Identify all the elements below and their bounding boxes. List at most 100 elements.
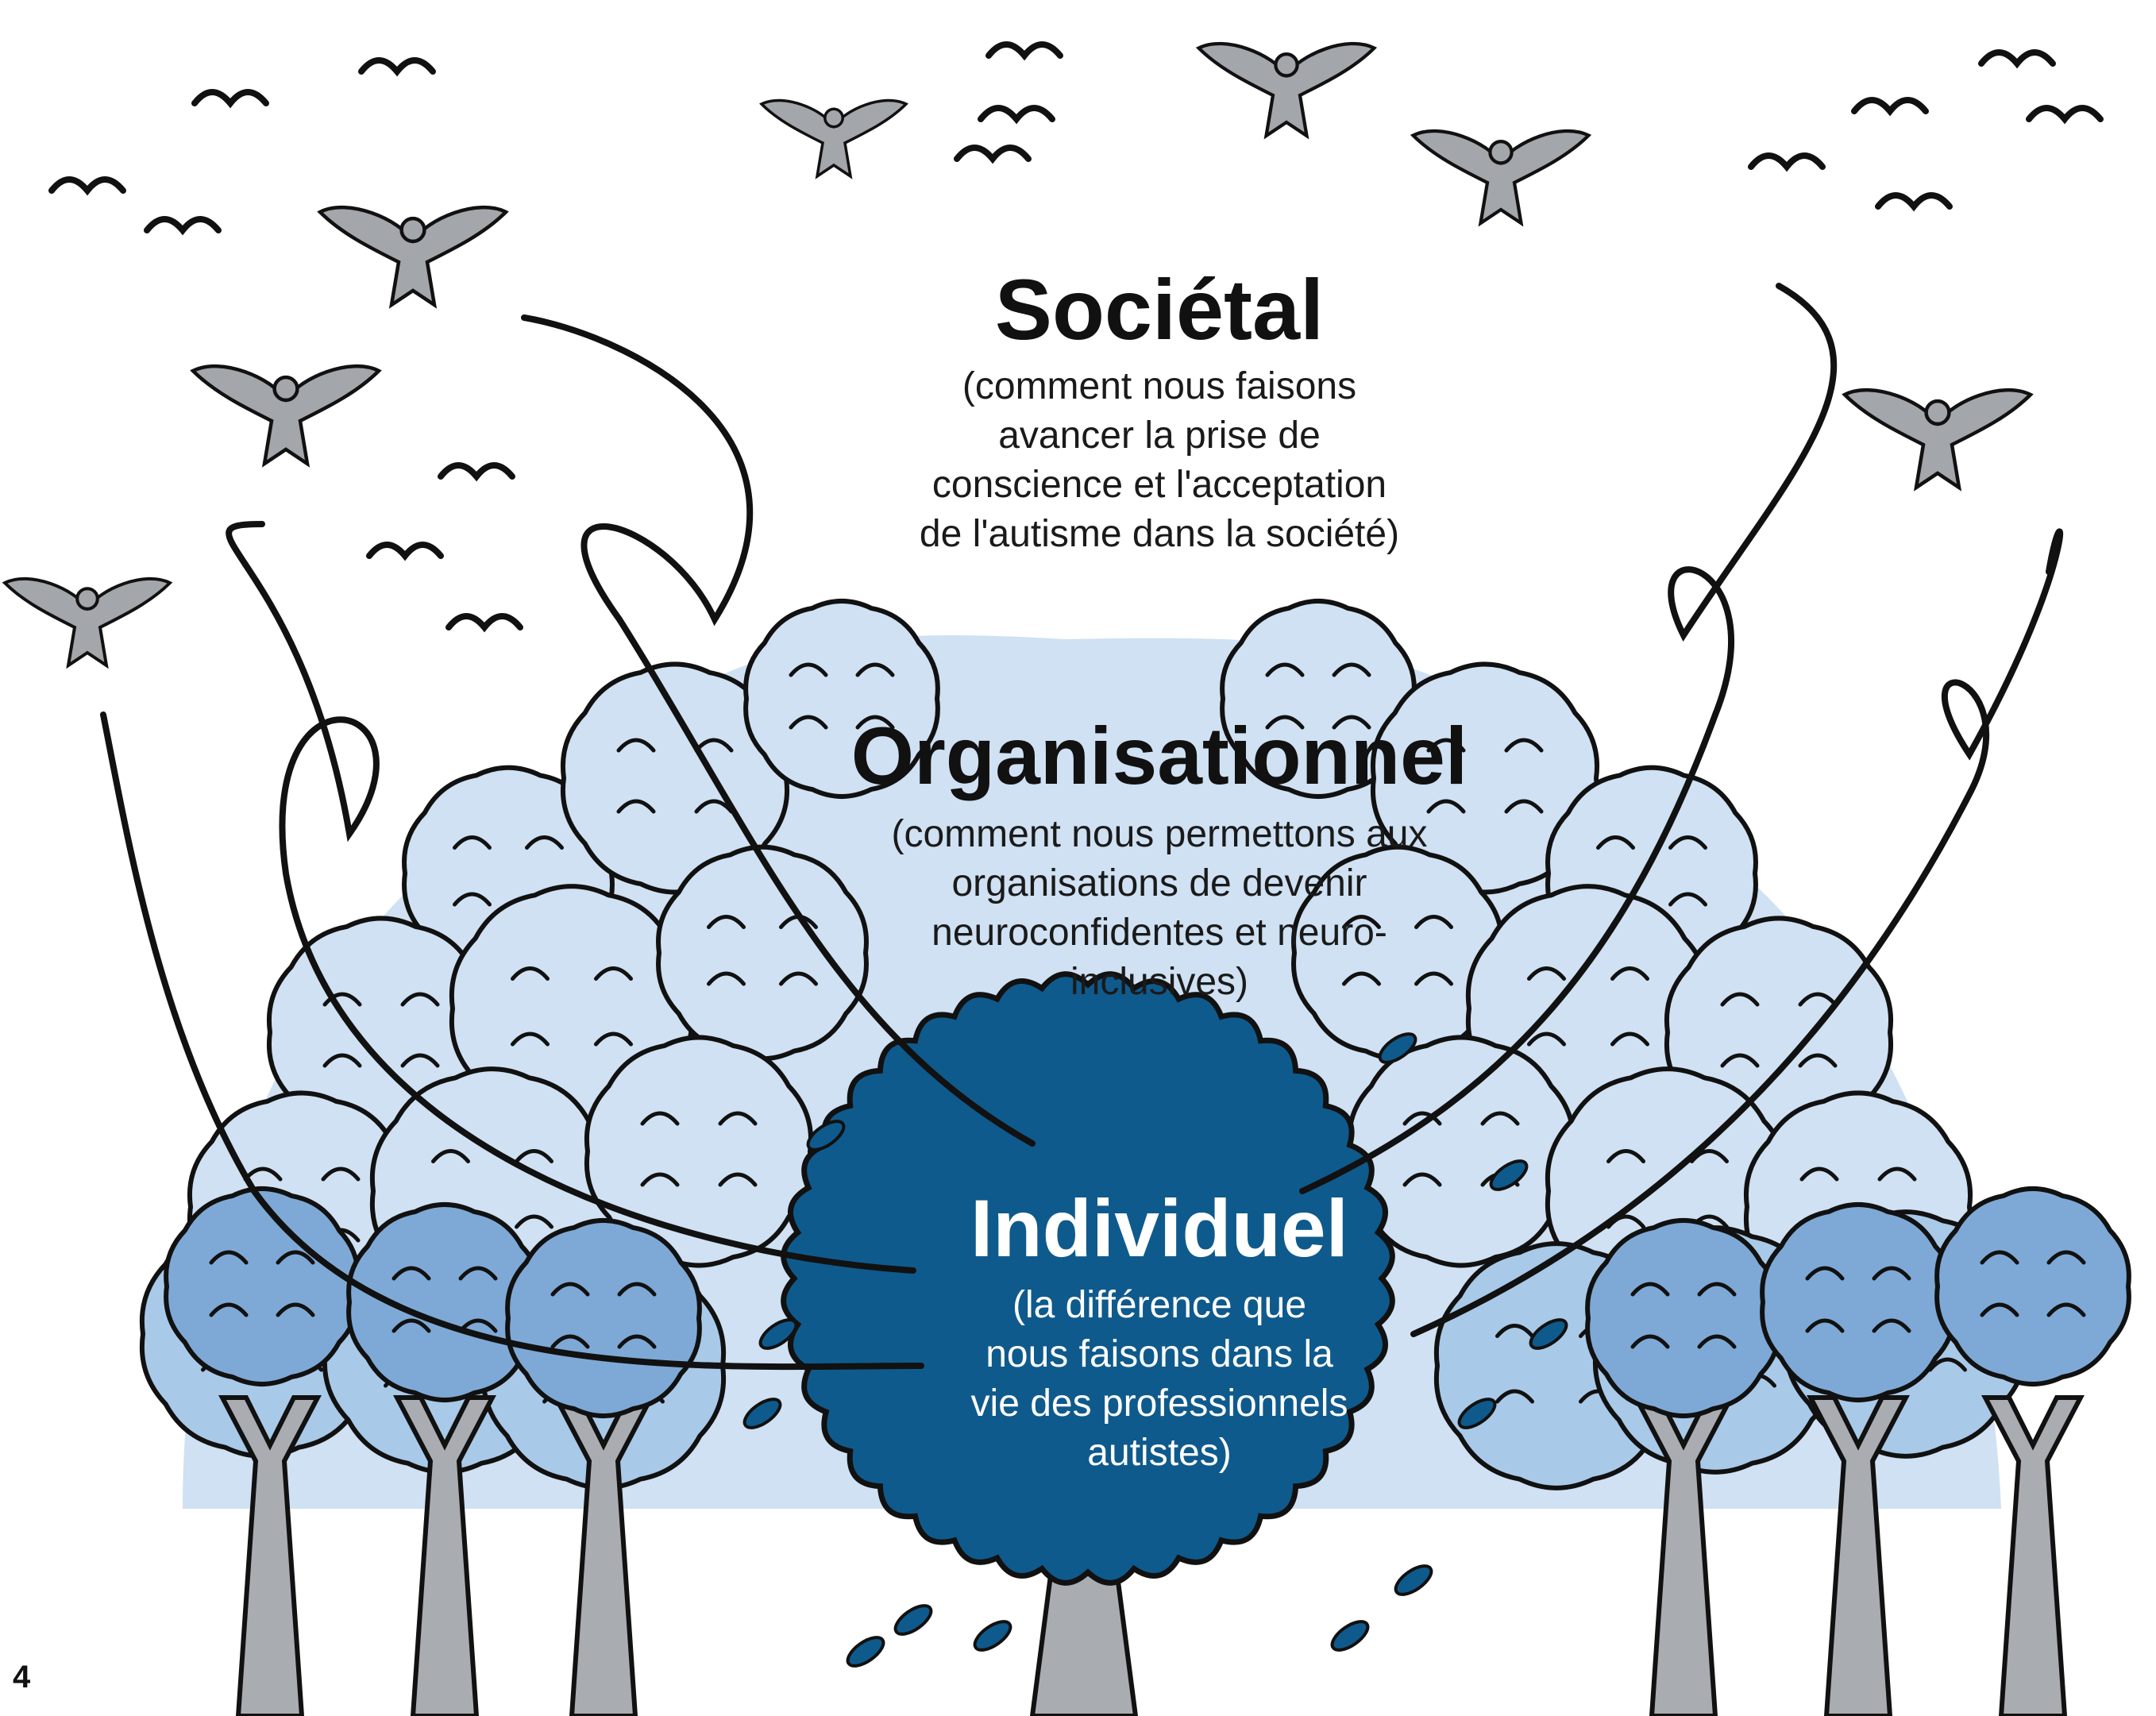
canopy-cluster	[743, 599, 940, 799]
bird-body	[2, 576, 173, 669]
leaf	[893, 1604, 933, 1636]
bird-icon	[317, 205, 509, 309]
foliage-stroke	[400, 992, 440, 1007]
foliage-stroke	[789, 662, 828, 677]
bird-body	[1410, 129, 1592, 227]
tree-group	[164, 971, 2131, 1716]
foliage-stroke	[1402, 1172, 1442, 1187]
societal-description: (comment nous faisons avancer la prise d…	[826, 362, 1493, 559]
small-bird-icon	[445, 613, 523, 633]
foliage-stroke	[322, 992, 362, 1007]
canopy-cluster	[1370, 661, 1600, 895]
foliage-stroke	[1668, 892, 1707, 907]
leaf	[758, 1318, 798, 1350]
foliage-stroke	[718, 1111, 758, 1126]
societal-title: Sociétal	[994, 261, 1325, 357]
small-bird-icon	[954, 145, 1032, 164]
foliage-stroke	[1504, 738, 1544, 753]
foliage-stroke	[1596, 835, 1635, 850]
leaf	[846, 1636, 885, 1668]
bird-head	[399, 216, 426, 244]
kite-string	[521, 314, 1036, 1147]
foliage-stroke	[322, 1053, 362, 1068]
small-bird-icon	[985, 41, 1063, 61]
foliage-stroke	[453, 892, 492, 907]
foliage-stroke	[400, 1053, 440, 1068]
organisational-description-line: organisations de devenir	[951, 862, 1367, 904]
tree-trunk	[552, 1395, 655, 1716]
foliage-stroke	[1805, 1318, 1845, 1333]
foliage-stroke	[1332, 715, 1371, 730]
bird-body	[759, 98, 908, 179]
foliage-stroke	[1402, 1111, 1442, 1126]
canopy-cluster	[1220, 599, 1417, 799]
foliage-stroke	[1872, 1266, 1911, 1281]
bird-head	[1924, 399, 1951, 426]
bird-icon	[190, 364, 382, 468]
small-bird-icon	[1748, 152, 1826, 172]
individual-title: Individuel	[970, 1183, 1349, 1274]
societal-description-line: (comment nous faisons	[962, 365, 1357, 407]
foliage-stroke	[616, 799, 656, 814]
foliage-stroke	[640, 1172, 680, 1187]
foliage-stroke	[1610, 1032, 1649, 1047]
leaf	[742, 1398, 782, 1429]
small-bird-icon	[1978, 49, 2056, 69]
foliage-stroke	[1495, 1389, 1534, 1404]
foliage-stroke	[1527, 1032, 1566, 1047]
foliage-stroke	[511, 1032, 550, 1047]
central-tree-crown	[781, 971, 1395, 1586]
small-bird-icon	[144, 216, 222, 236]
leaf	[806, 1120, 846, 1151]
foliage-stroke	[1630, 1334, 1670, 1349]
tree-crown	[164, 1186, 361, 1386]
bird-head	[823, 107, 844, 129]
bird-body	[190, 364, 382, 468]
foliage-stroke	[1414, 915, 1453, 929]
page-number: 4	[13, 1660, 31, 1695]
foliage-stroke	[2046, 1250, 2086, 1265]
foliage-stroke	[1480, 1111, 1520, 1126]
foliage-stroke	[1720, 992, 1760, 1007]
foliage-stroke	[209, 1302, 249, 1317]
tree-crown	[346, 1202, 543, 1402]
leaf	[1457, 1398, 1497, 1429]
leaf	[1394, 1564, 1433, 1596]
foliage-stroke	[1495, 1324, 1534, 1338]
societal-description-line: conscience et l'acceptation	[931, 464, 1387, 506]
organisational-description-line: neuroconfidentes et neuro-	[931, 912, 1387, 954]
small-bird-icon	[191, 89, 269, 109]
foliage-stroke	[616, 738, 656, 753]
foliage-stroke	[550, 1282, 590, 1297]
individual-description-line: vie des professionnels	[970, 1382, 1348, 1425]
foliage-stroke	[617, 1282, 657, 1297]
bird-head	[272, 375, 299, 403]
bird-body	[1195, 41, 1378, 140]
foliage-stroke	[1697, 1282, 1737, 1297]
individual-description-line: nous faisons dans la	[985, 1333, 1333, 1375]
foliage-stroke	[1426, 738, 1466, 753]
tree-crown	[1760, 1202, 1957, 1402]
bird-icon	[1842, 388, 2034, 492]
bird-icon	[759, 98, 908, 179]
organisational-description: (comment nous permettons aux organisatio…	[818, 810, 1501, 1007]
tree-trunk	[1632, 1395, 1735, 1716]
bird-head	[1274, 52, 1299, 78]
foliage-stroke	[1426, 799, 1466, 814]
foliage-stroke	[855, 662, 895, 677]
foliage-stroke	[1414, 971, 1453, 986]
small-bird-icon	[48, 176, 126, 196]
foliage-stroke	[1980, 1302, 2019, 1317]
leaf	[1330, 1620, 1370, 1652]
foliage-stroke	[1799, 1166, 1839, 1182]
foliage-stroke	[525, 835, 564, 850]
foliage-stroke	[431, 1149, 470, 1163]
organisational-title: Organisationnel	[850, 711, 1468, 801]
small-bird-icon	[358, 57, 436, 77]
foliage-stroke	[594, 966, 633, 981]
small-bird-icon	[1875, 192, 1953, 212]
foliage-stroke	[1798, 992, 1838, 1007]
foliage-stroke	[209, 1250, 249, 1265]
tree-crown	[1585, 1218, 1782, 1418]
foliage-stroke	[1342, 971, 1381, 986]
